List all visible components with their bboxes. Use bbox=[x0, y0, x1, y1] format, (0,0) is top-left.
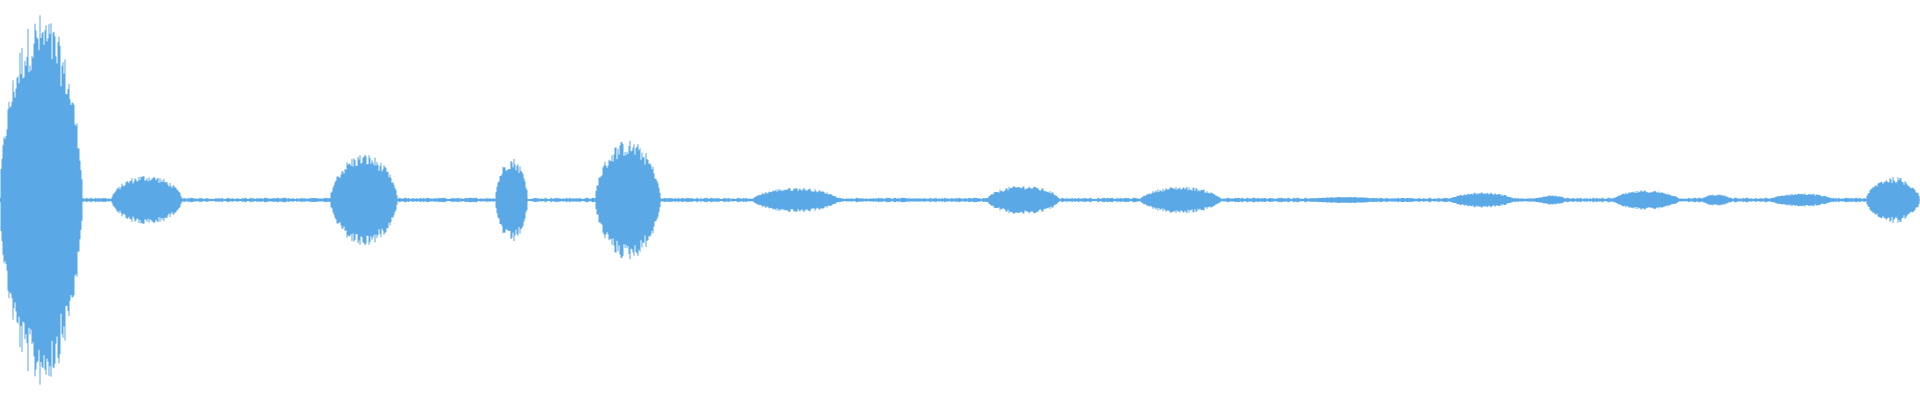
waveform-samples bbox=[0, 15, 1920, 385]
waveform-sample-path bbox=[0, 15, 1920, 385]
